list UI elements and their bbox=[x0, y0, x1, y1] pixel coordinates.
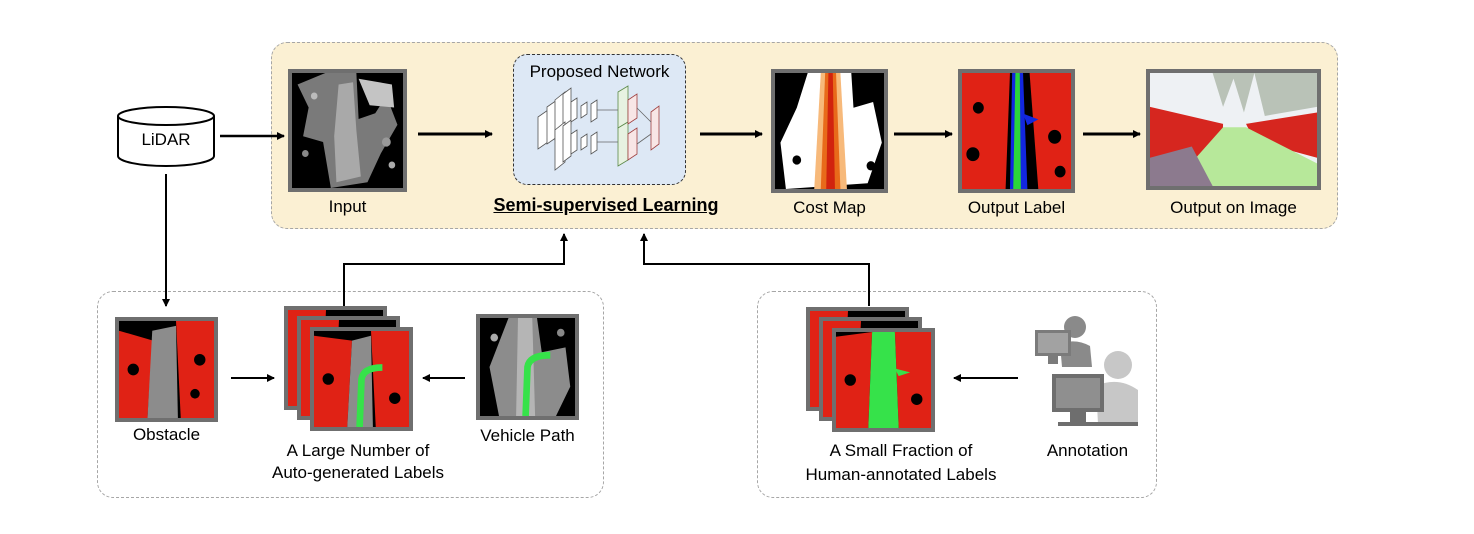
obstacle-image bbox=[115, 317, 218, 422]
learning-label: Semi-supervised Learning bbox=[493, 195, 719, 215]
output-on-image bbox=[1146, 69, 1321, 190]
input-label: Input bbox=[328, 197, 367, 216]
arrow-human-learning bbox=[640, 233, 870, 306]
vehicle-path-label: Vehicle Path bbox=[480, 426, 575, 445]
auto-labels-line2: Auto-generated Labels bbox=[271, 463, 445, 482]
lidar-node: LiDAR bbox=[113, 104, 219, 168]
annotator-people-icon bbox=[1035, 316, 1138, 426]
network-architecture-icon bbox=[537, 85, 660, 171]
human-label-panel bbox=[757, 291, 1157, 498]
output-label-text: Output Label bbox=[967, 198, 1066, 217]
lidar-label: LiDAR bbox=[141, 130, 191, 149]
annotation-label: Annotation bbox=[1046, 441, 1129, 460]
cost-map-label: Cost Map bbox=[793, 198, 866, 217]
output-on-image-label: Output on Image bbox=[1170, 198, 1297, 217]
auto-label-panel bbox=[97, 291, 604, 498]
cost-map-image bbox=[771, 69, 888, 193]
network-label: Proposed Network bbox=[529, 62, 670, 81]
obstacle-label: Obstacle bbox=[132, 425, 201, 444]
human-labels-line2: Human-annotated Labels bbox=[805, 465, 997, 484]
auto-labels-line1: A Large Number of bbox=[286, 441, 430, 460]
output-label-image bbox=[958, 69, 1075, 193]
auto-label-stack-front bbox=[310, 327, 413, 431]
human-label-stack-front bbox=[832, 328, 935, 432]
lidar-cylinder-icon bbox=[117, 106, 215, 167]
vehicle-path-image bbox=[476, 314, 579, 420]
arrow-auto-learning bbox=[343, 233, 568, 306]
human-labels-line1: A Small Fraction of bbox=[829, 441, 973, 460]
input-image bbox=[288, 69, 407, 192]
